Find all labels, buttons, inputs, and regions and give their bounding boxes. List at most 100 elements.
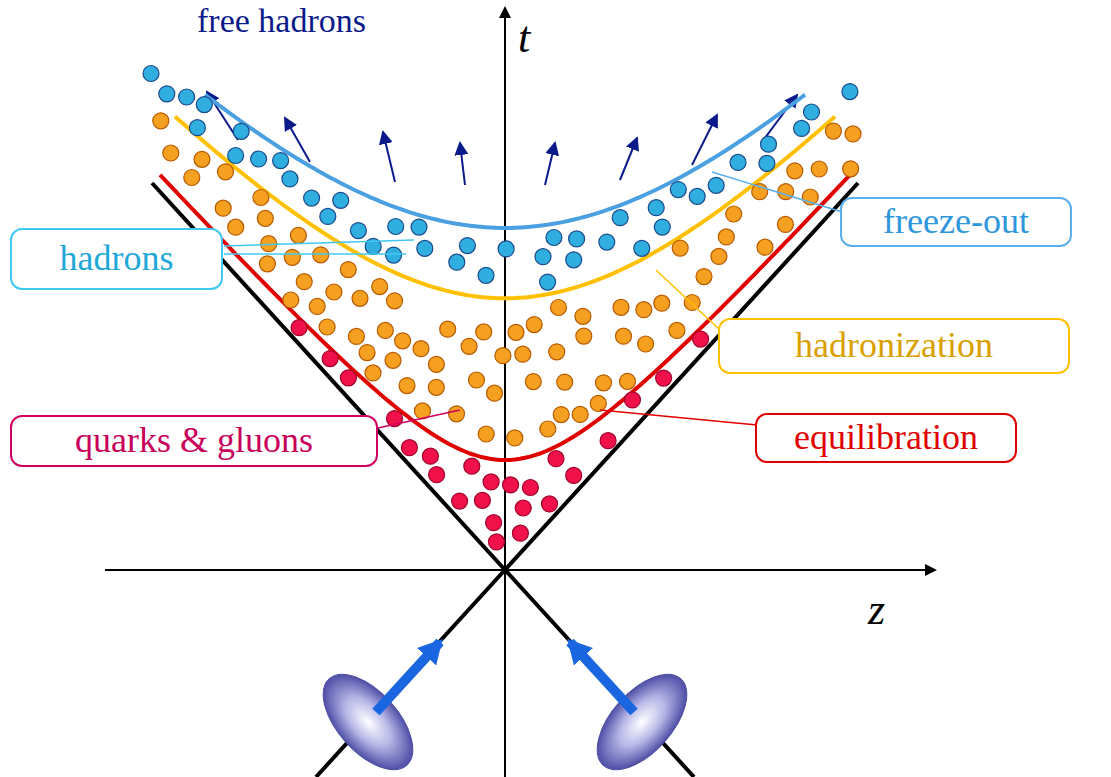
freeze-out-curve	[205, 95, 805, 228]
parton-dot	[291, 320, 307, 336]
hadron-gas-dot	[540, 274, 556, 290]
hadron-dot	[319, 319, 335, 335]
hadron-dot	[620, 373, 636, 389]
hadron-gas-dot	[179, 89, 195, 105]
hadron-gas-dot	[196, 97, 212, 113]
hadron-dot	[572, 406, 588, 422]
t-axis-label: t	[518, 14, 530, 62]
hadron-gas-dot	[569, 231, 585, 247]
hadron-dot	[309, 298, 325, 314]
parton-dot	[522, 480, 538, 496]
hadron-dot	[359, 345, 375, 361]
parton-dot	[600, 433, 616, 449]
hadron-gas-dot	[159, 86, 175, 102]
leader-lines	[224, 172, 842, 428]
parton-dot	[429, 467, 445, 483]
hadron-gas-dot	[612, 210, 628, 226]
hadron-dot	[526, 317, 542, 333]
hadron-gas-dot	[386, 247, 402, 263]
hadron-gas-dot	[143, 66, 159, 82]
hadron-dot	[551, 300, 567, 316]
hadron-gas-dot	[670, 182, 686, 198]
hadron-dot	[395, 333, 411, 349]
parton-dot	[624, 392, 640, 408]
hadron-gas-dot	[417, 240, 433, 256]
hadron-dot	[228, 219, 244, 235]
hadron-dot	[352, 290, 368, 306]
hadronization-callout: hadronization	[718, 318, 1070, 374]
hadron-dot	[372, 279, 388, 295]
hadron-gas-dot	[189, 120, 205, 136]
hadron-dot	[449, 406, 465, 422]
hadron-dot	[428, 379, 444, 395]
parton-dot	[483, 474, 499, 490]
hadron-dot	[557, 374, 573, 390]
hadron-dot	[654, 295, 670, 311]
hadron-dot	[469, 372, 485, 388]
hadron-dot	[553, 407, 569, 423]
parton-dot	[322, 351, 338, 367]
hadron-gas-dot	[804, 104, 820, 120]
hadron-dot	[478, 426, 494, 442]
hadron-gas-dot	[388, 219, 404, 235]
hadron-gas-dot	[759, 155, 775, 171]
hadron-gas-dot	[478, 267, 494, 283]
hadron-dot	[184, 170, 200, 186]
hadron-gas-dot	[320, 208, 336, 224]
hadron-dot	[590, 395, 606, 411]
parton-dot	[693, 331, 709, 347]
hadron-gas-dot	[634, 240, 650, 256]
hadron-gas-dot	[228, 148, 244, 164]
hadrons-callout: hadrons	[10, 228, 223, 290]
hadron-dot	[757, 239, 773, 255]
hadron-dot	[613, 299, 629, 315]
hadron-dot	[787, 163, 803, 179]
hadron-dot	[636, 302, 652, 318]
hadron-gas-dot	[842, 84, 858, 100]
hadron-gas-dot	[648, 200, 664, 216]
parton-dot	[486, 515, 502, 531]
parton-dot	[401, 440, 417, 456]
hadron-dot	[811, 161, 827, 177]
hadron-dot	[825, 123, 841, 139]
parton-dot	[542, 496, 558, 512]
hadron-dot	[684, 295, 700, 311]
hadron-gas-dot	[333, 192, 349, 208]
parton-dot	[452, 493, 468, 509]
hadron-dot	[348, 328, 364, 344]
hadron-gas-dot	[350, 223, 366, 239]
callout-text: freeze-out	[883, 202, 1029, 242]
hadron-gas-dot	[282, 171, 298, 187]
hadron-dot	[313, 247, 329, 263]
hadron-dot	[153, 113, 169, 129]
hadron-dot	[696, 269, 712, 285]
hadron-gas-dot	[730, 154, 746, 170]
hadron-gas-dot	[304, 190, 320, 206]
hadron-dot	[487, 385, 503, 401]
hadron-gas-dot	[449, 254, 465, 270]
parton-dot	[548, 451, 564, 467]
hadron-gas-dot	[498, 241, 514, 257]
callout-text: equilibration	[794, 418, 978, 458]
callout-text: quarks & gluons	[75, 421, 313, 461]
callout-text: hadrons	[60, 239, 174, 279]
hadron-dot	[365, 365, 381, 381]
parton-dot	[515, 500, 531, 516]
hadron-gas-dot	[233, 123, 249, 139]
hadron-gas-dot	[599, 234, 615, 250]
hadron-dot	[669, 322, 685, 338]
hadron-gas-dot	[794, 120, 810, 136]
hadron-dot	[163, 145, 179, 161]
hadron-gas-dot	[761, 136, 777, 152]
hadron-dot	[549, 344, 565, 360]
hadron-dot	[387, 293, 403, 309]
hadron-dot	[843, 161, 859, 177]
hadron-dot	[428, 356, 444, 372]
hadron-gas-dot	[459, 238, 475, 254]
hadron-dot	[215, 200, 231, 216]
hadron-dot	[575, 308, 591, 324]
hadron-dot	[461, 338, 477, 354]
hadron-dot	[540, 421, 556, 437]
hadron-dot	[385, 352, 401, 368]
hadron-dot	[638, 336, 654, 352]
